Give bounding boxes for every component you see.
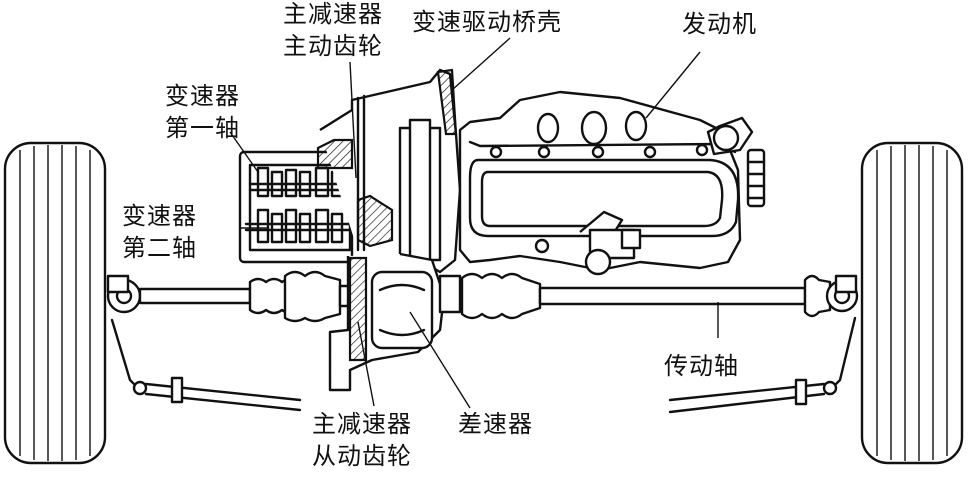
engine [458,90,766,276]
label-differential: 差速器 [458,410,533,438]
label-main-reducer-driven-gear-1: 主减速器 [312,410,412,438]
gearbox [238,150,432,264]
right-suspension-arm [668,316,857,414]
right-drive-shaft [438,272,859,320]
label-drive-shaft: 传动轴 [664,352,739,380]
transaxle-housing [316,68,462,392]
label-trans-first-shaft-2: 第一轴 [165,114,240,142]
label-trans-second-shaft-1: 变速器 [122,202,197,230]
left-suspension-arm [110,318,302,412]
leader-lines [229,37,719,409]
right-wheel [860,141,964,465]
label-main-reducer-drive-gear-1: 主减速器 [283,0,383,28]
label-engine: 发动机 [682,10,757,38]
left-drive-shaft [106,270,382,323]
label-trans-first-shaft-1: 变速器 [165,82,240,110]
label-main-reducer-drive-gear-2: 主动齿轮 [283,32,383,60]
label-main-reducer-driven-gear-2: 从动齿轮 [312,442,412,470]
label-transaxle-housing: 变速驱动桥壳 [412,8,562,36]
label-trans-second-shaft-2: 第二轴 [122,234,197,262]
left-wheel [3,141,107,465]
